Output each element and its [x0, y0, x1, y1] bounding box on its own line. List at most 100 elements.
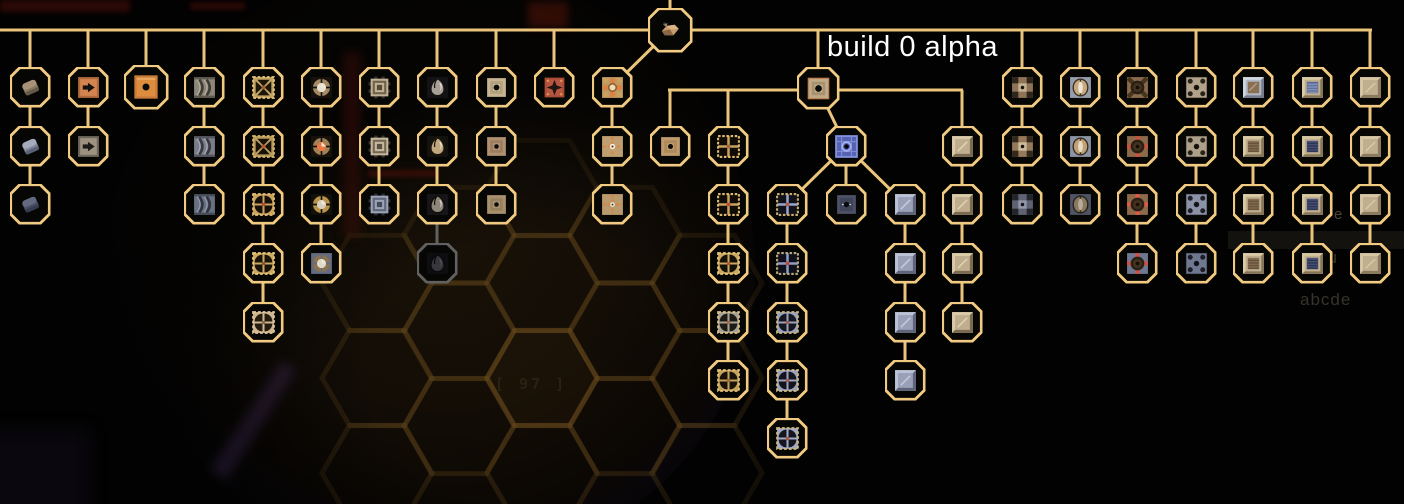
- tech-node-fan4-i[interactable]: [766, 417, 808, 459]
- tech-node-chip-c[interactable]: [358, 183, 400, 225]
- tech-node-fpanel-c[interactable]: [1291, 66, 1333, 108]
- tech-node-drill-b[interactable]: [300, 125, 342, 167]
- tech-node-fan4-h[interactable]: [766, 359, 808, 401]
- tech-node-barrel-b[interactable]: [1116, 125, 1158, 167]
- tech-node-container-c[interactable]: [1001, 183, 1043, 225]
- tech-node-fpanel-d[interactable]: [1291, 242, 1333, 284]
- gear-d-icon: [1178, 245, 1214, 281]
- tech-node-dome-locked[interactable]: [416, 242, 458, 284]
- fan4-e-icon: [710, 304, 746, 340]
- grid4-c-icon: [769, 186, 805, 222]
- tech-node-panel-blue[interactable]: [884, 359, 926, 401]
- tech-node-panel-tan2[interactable]: [1349, 183, 1391, 225]
- tech-node-tri4-b[interactable]: [242, 125, 284, 167]
- tech-node-tri4-a[interactable]: [242, 66, 284, 108]
- tech-node-panel-blue[interactable]: [884, 242, 926, 284]
- tech-node-gear-c[interactable]: [1175, 183, 1217, 225]
- pad-a-icon: [478, 69, 514, 105]
- tech-node-root-copper-nugget[interactable]: [647, 7, 693, 53]
- tech-node-panel-blue[interactable]: [884, 183, 926, 225]
- tech-node-fpanel-d[interactable]: [1291, 183, 1333, 225]
- tech-node-moth-a[interactable]: [1059, 66, 1101, 108]
- tech-node-fpanel-d[interactable]: [1291, 125, 1333, 167]
- tech-node-fan4-c[interactable]: [242, 301, 284, 343]
- fpanel-b-icon: [1235, 128, 1271, 164]
- tech-node-drill-a[interactable]: [300, 66, 342, 108]
- gear-b-icon: [1178, 128, 1214, 164]
- tech-node-moth-c[interactable]: [1059, 183, 1101, 225]
- tech-node-fpanel-a[interactable]: [1232, 66, 1274, 108]
- tech-node-pad-d[interactable]: [649, 125, 691, 167]
- tech-node-orange-dot[interactable]: [123, 64, 169, 110]
- tech-node-panel-tan2[interactable]: [1349, 66, 1391, 108]
- tech-node-fan4-d[interactable]: [707, 242, 749, 284]
- tech-node-panel-tan2[interactable]: [1349, 242, 1391, 284]
- chip-c-icon: [361, 186, 397, 222]
- tech-node-ore-titanium[interactable]: [9, 125, 51, 167]
- ore-thorium-icon: [12, 186, 48, 222]
- grid4-a-icon: [710, 128, 746, 164]
- tech-node-force[interactable]: [825, 125, 867, 167]
- chip-b-icon: [361, 128, 397, 164]
- tech-node-drill-c[interactable]: [300, 183, 342, 225]
- tech-node-conveyor-c[interactable]: [183, 183, 225, 225]
- tech-node-grid4-b[interactable]: [707, 183, 749, 225]
- tech-node-fan4-f[interactable]: [707, 359, 749, 401]
- tech-node-dome-c[interactable]: [416, 183, 458, 225]
- tech-node-grid4-d[interactable]: [766, 242, 808, 284]
- tech-node-cross-b[interactable]: [591, 125, 633, 167]
- tech-node-panel-tan[interactable]: [941, 183, 983, 225]
- tech-node-fpanel-b[interactable]: [1232, 125, 1274, 167]
- tech-node-barrel-c[interactable]: [1116, 183, 1158, 225]
- tree-connector-line: [28, 30, 32, 204]
- tech-node-cross-c[interactable]: [591, 183, 633, 225]
- tech-node-gear-b[interactable]: [1175, 125, 1217, 167]
- tech-node-container-b[interactable]: [1001, 125, 1043, 167]
- tech-node-container-a[interactable]: [1001, 66, 1043, 108]
- tech-node-barrel-d[interactable]: [1116, 242, 1158, 284]
- tech-node-barrel-a[interactable]: [1116, 66, 1158, 108]
- tech-node-pad-b[interactable]: [475, 125, 517, 167]
- faint-background-text: e: [1334, 206, 1344, 223]
- tech-node-conveyor-a[interactable]: [183, 66, 225, 108]
- tech-node-fan4-a[interactable]: [242, 183, 284, 225]
- tech-node-grid4-a[interactable]: [707, 125, 749, 167]
- tech-node-fpanel-b[interactable]: [1232, 183, 1274, 225]
- fan4-b-icon: [245, 245, 281, 281]
- container-a-icon: [1004, 69, 1040, 105]
- tech-node-nozzle-orange[interactable]: [67, 66, 109, 108]
- tech-node-fan4-e[interactable]: [707, 301, 749, 343]
- tech-node-panel-tan[interactable]: [941, 125, 983, 167]
- tech-node-nozzle-tan[interactable]: [67, 125, 109, 167]
- tech-node-pad-c[interactable]: [475, 183, 517, 225]
- tech-node-pad-a[interactable]: [475, 66, 517, 108]
- tech-node-grid4-c[interactable]: [766, 183, 808, 225]
- tech-node-ore-copper[interactable]: [9, 66, 51, 108]
- tech-node-conveyor-b[interactable]: [183, 125, 225, 167]
- drill-d-icon: [303, 245, 339, 281]
- tech-node-dome-b[interactable]: [416, 125, 458, 167]
- tech-node-dome-a[interactable]: [416, 66, 458, 108]
- tech-node-panel-tan[interactable]: [941, 301, 983, 343]
- tech-node-ore-thorium[interactable]: [9, 183, 51, 225]
- tech-node-cross-a[interactable]: [591, 66, 633, 108]
- tech-node-fan4-g[interactable]: [766, 301, 808, 343]
- tech-node-gear-d[interactable]: [1175, 242, 1217, 284]
- tech-node-chip-b[interactable]: [358, 125, 400, 167]
- container-b-icon: [1004, 128, 1040, 164]
- tech-node-drill-d[interactable]: [300, 242, 342, 284]
- tech-node-chip-a[interactable]: [358, 66, 400, 108]
- tech-node-red-star[interactable]: [533, 66, 575, 108]
- fan4-f-icon: [710, 362, 746, 398]
- tech-node-core-pad[interactable]: [796, 66, 840, 110]
- tech-node-panel-blue[interactable]: [884, 301, 926, 343]
- tech-node-fpanel-b[interactable]: [1232, 242, 1274, 284]
- tech-node-fan4-b[interactable]: [242, 242, 284, 284]
- dome-b-icon: [419, 128, 455, 164]
- tech-node-pad-dark[interactable]: [825, 183, 867, 225]
- tech-node-panel-tan[interactable]: [941, 242, 983, 284]
- tech-node-panel-tan2[interactable]: [1349, 125, 1391, 167]
- ore-titanium-icon: [12, 128, 48, 164]
- tech-node-gear-a[interactable]: [1175, 66, 1217, 108]
- tech-node-moth-b[interactable]: [1059, 125, 1101, 167]
